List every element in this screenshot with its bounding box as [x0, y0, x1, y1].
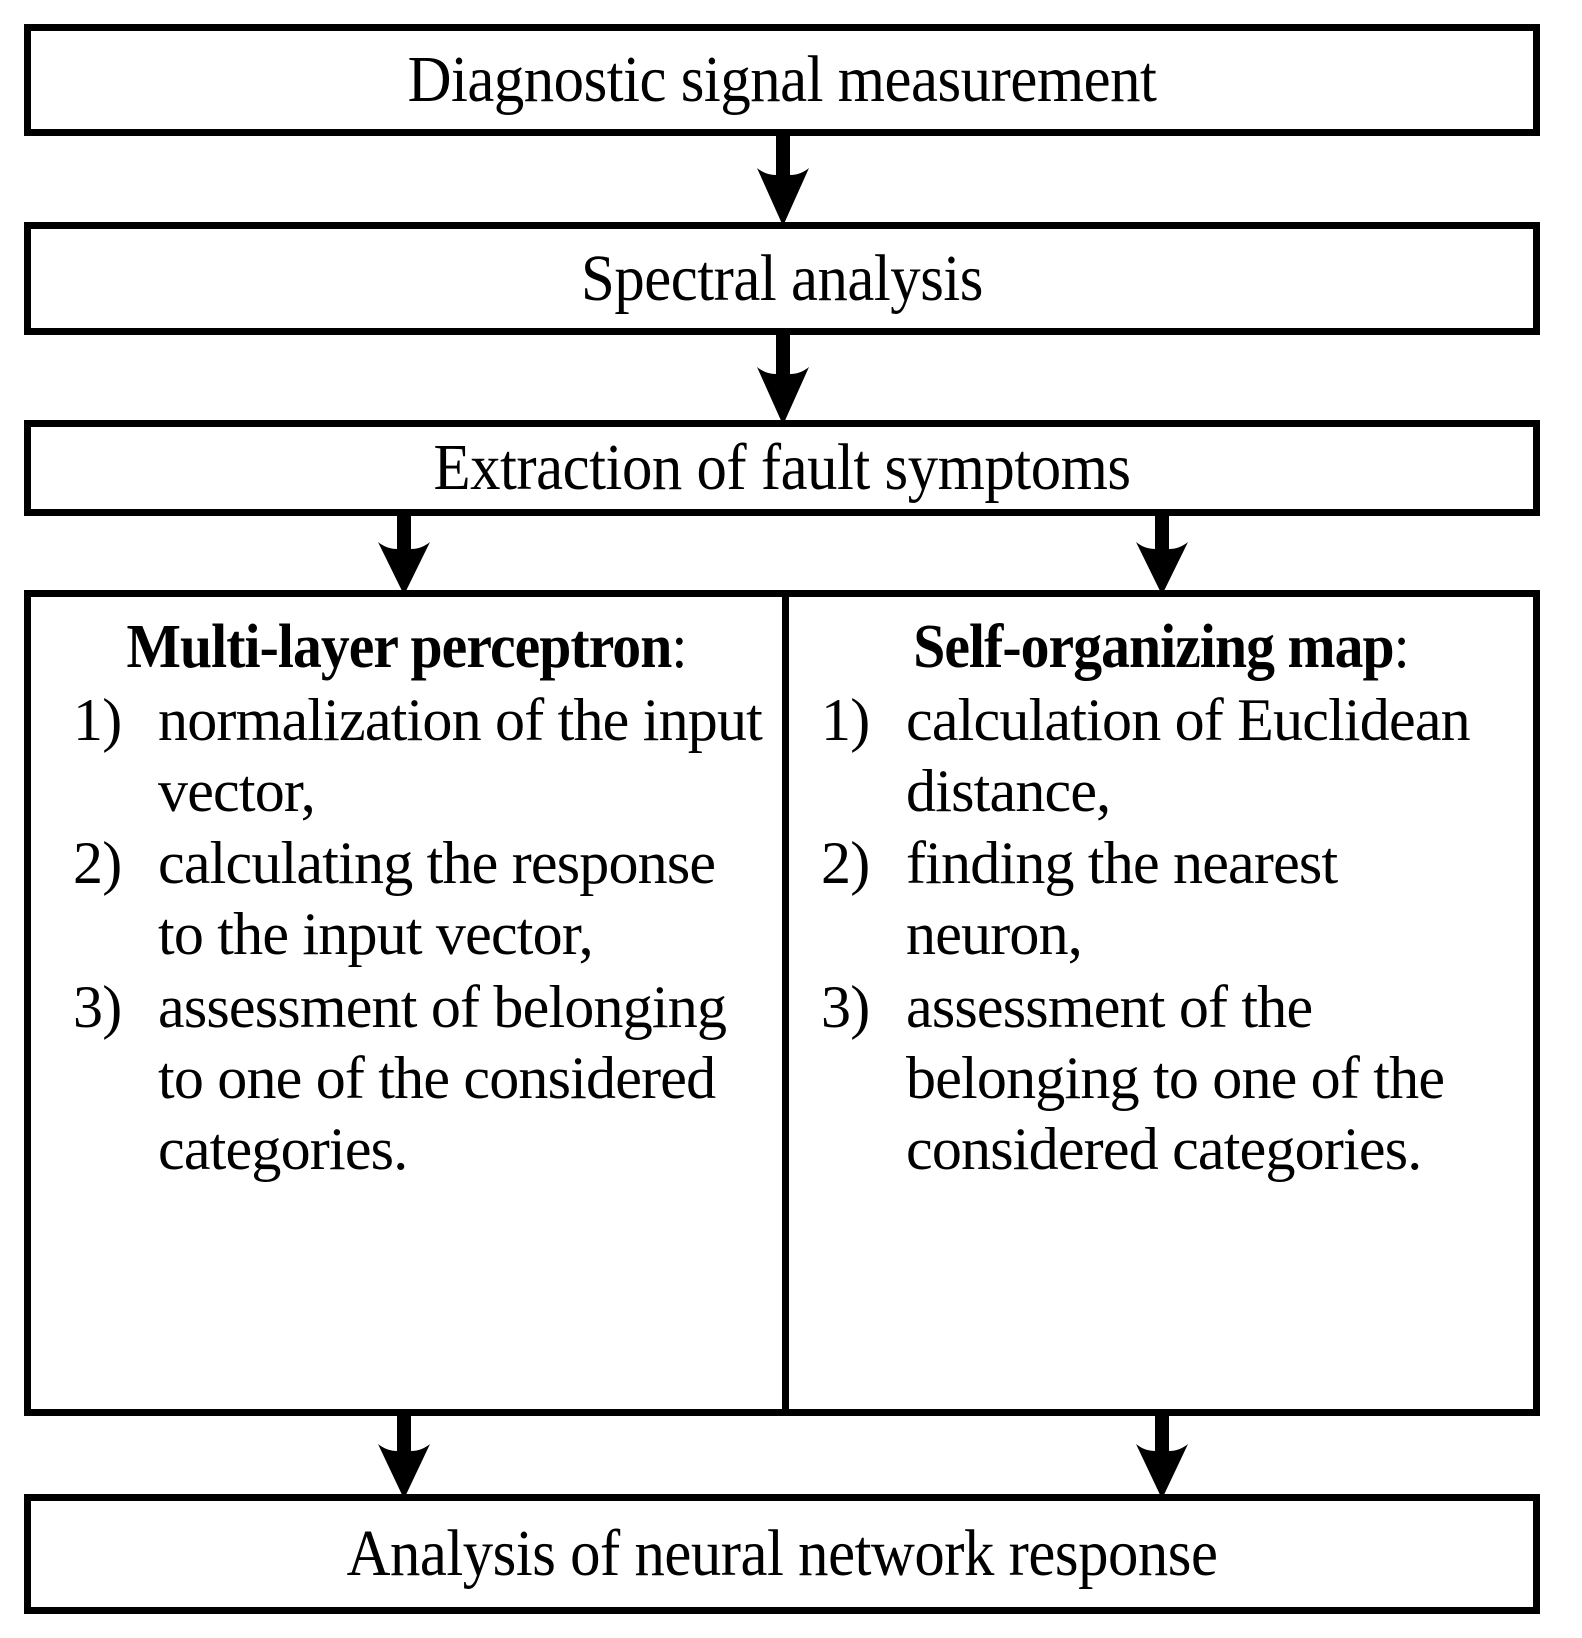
list-item-marker: 3) [821, 973, 870, 1040]
list-item: 3) assessment of the belonging to one of… [811, 972, 1523, 1184]
branch-heading-text: Self-organizing map [913, 613, 1394, 681]
list-item: 2) finding the nearest neuron, [811, 828, 1523, 970]
list-item-label: assessment of the belonging to one of th… [906, 973, 1445, 1182]
branch-self-organizing-map: Self-organizing map: 1) calculation of E… [782, 597, 1533, 1409]
list-item-label: assessment of belonging to one of the co… [158, 973, 727, 1182]
list-item-label: calculation of Euclidean distance, [906, 686, 1471, 824]
arrow-step3-to-right-branch-icon [1135, 511, 1189, 595]
node-label: Diagnostic signal measurement [407, 43, 1157, 116]
arrow-step2-to-step3-icon [756, 330, 810, 425]
list-item: 3) assessment of belonging to one of the… [63, 972, 772, 1184]
list-item-label: normalization of the input vector, [158, 686, 763, 824]
list-item-marker: 2) [821, 830, 870, 897]
node-label: Extraction of fault symptoms [433, 431, 1131, 504]
arrow-step3-to-left-branch-icon [377, 511, 431, 595]
node-label: Analysis of neural network response [346, 1517, 1218, 1590]
list-item: 1) calculation of Euclidean distance, [811, 685, 1523, 827]
node-diagnostic-signal-measurement: Diagnostic signal measurement [24, 24, 1540, 136]
branch-step-list: 1) normalization of the input vector, 2)… [41, 685, 772, 1185]
branch-heading-colon: : [1393, 613, 1410, 681]
node-spectral-analysis: Spectral analysis [24, 222, 1540, 335]
list-item-marker: 2) [73, 830, 122, 897]
list-item-marker: 3) [73, 973, 122, 1040]
node-extraction-of-fault-symptoms: Extraction of fault symptoms [24, 420, 1540, 516]
arrow-left-branch-to-step5-icon [377, 1411, 431, 1499]
node-analysis-of-neural-network-response: Analysis of neural network response [24, 1494, 1540, 1614]
branch-multi-layer-perceptron: Multi-layer perceptron: 1) normalization… [31, 597, 782, 1409]
branch-heading: Self-organizing map: [824, 613, 1497, 681]
list-item: 2) calculating the response to the input… [63, 828, 772, 970]
branch-step-list: 1) calculation of Euclidean distance, 2)… [799, 685, 1523, 1185]
branch-heading-colon: : [671, 613, 687, 681]
list-item-label: calculating the response to the input ve… [158, 830, 716, 968]
arrow-right-branch-to-step5-icon [1135, 1411, 1189, 1499]
list-item: 1) normalization of the input vector, [63, 685, 772, 827]
branch-heading-text: Multi-layer perceptron [126, 613, 673, 681]
list-item-marker: 1) [821, 686, 870, 753]
node-neural-network-methods: Multi-layer perceptron: 1) normalization… [24, 590, 1540, 1416]
arrow-step1-to-step2-icon [756, 131, 810, 226]
list-item-label: finding the nearest neuron, [906, 830, 1338, 968]
node-label: Spectral analysis [581, 241, 983, 315]
branch-heading: Multi-layer perceptron: [67, 613, 747, 681]
list-item-marker: 1) [73, 686, 122, 753]
